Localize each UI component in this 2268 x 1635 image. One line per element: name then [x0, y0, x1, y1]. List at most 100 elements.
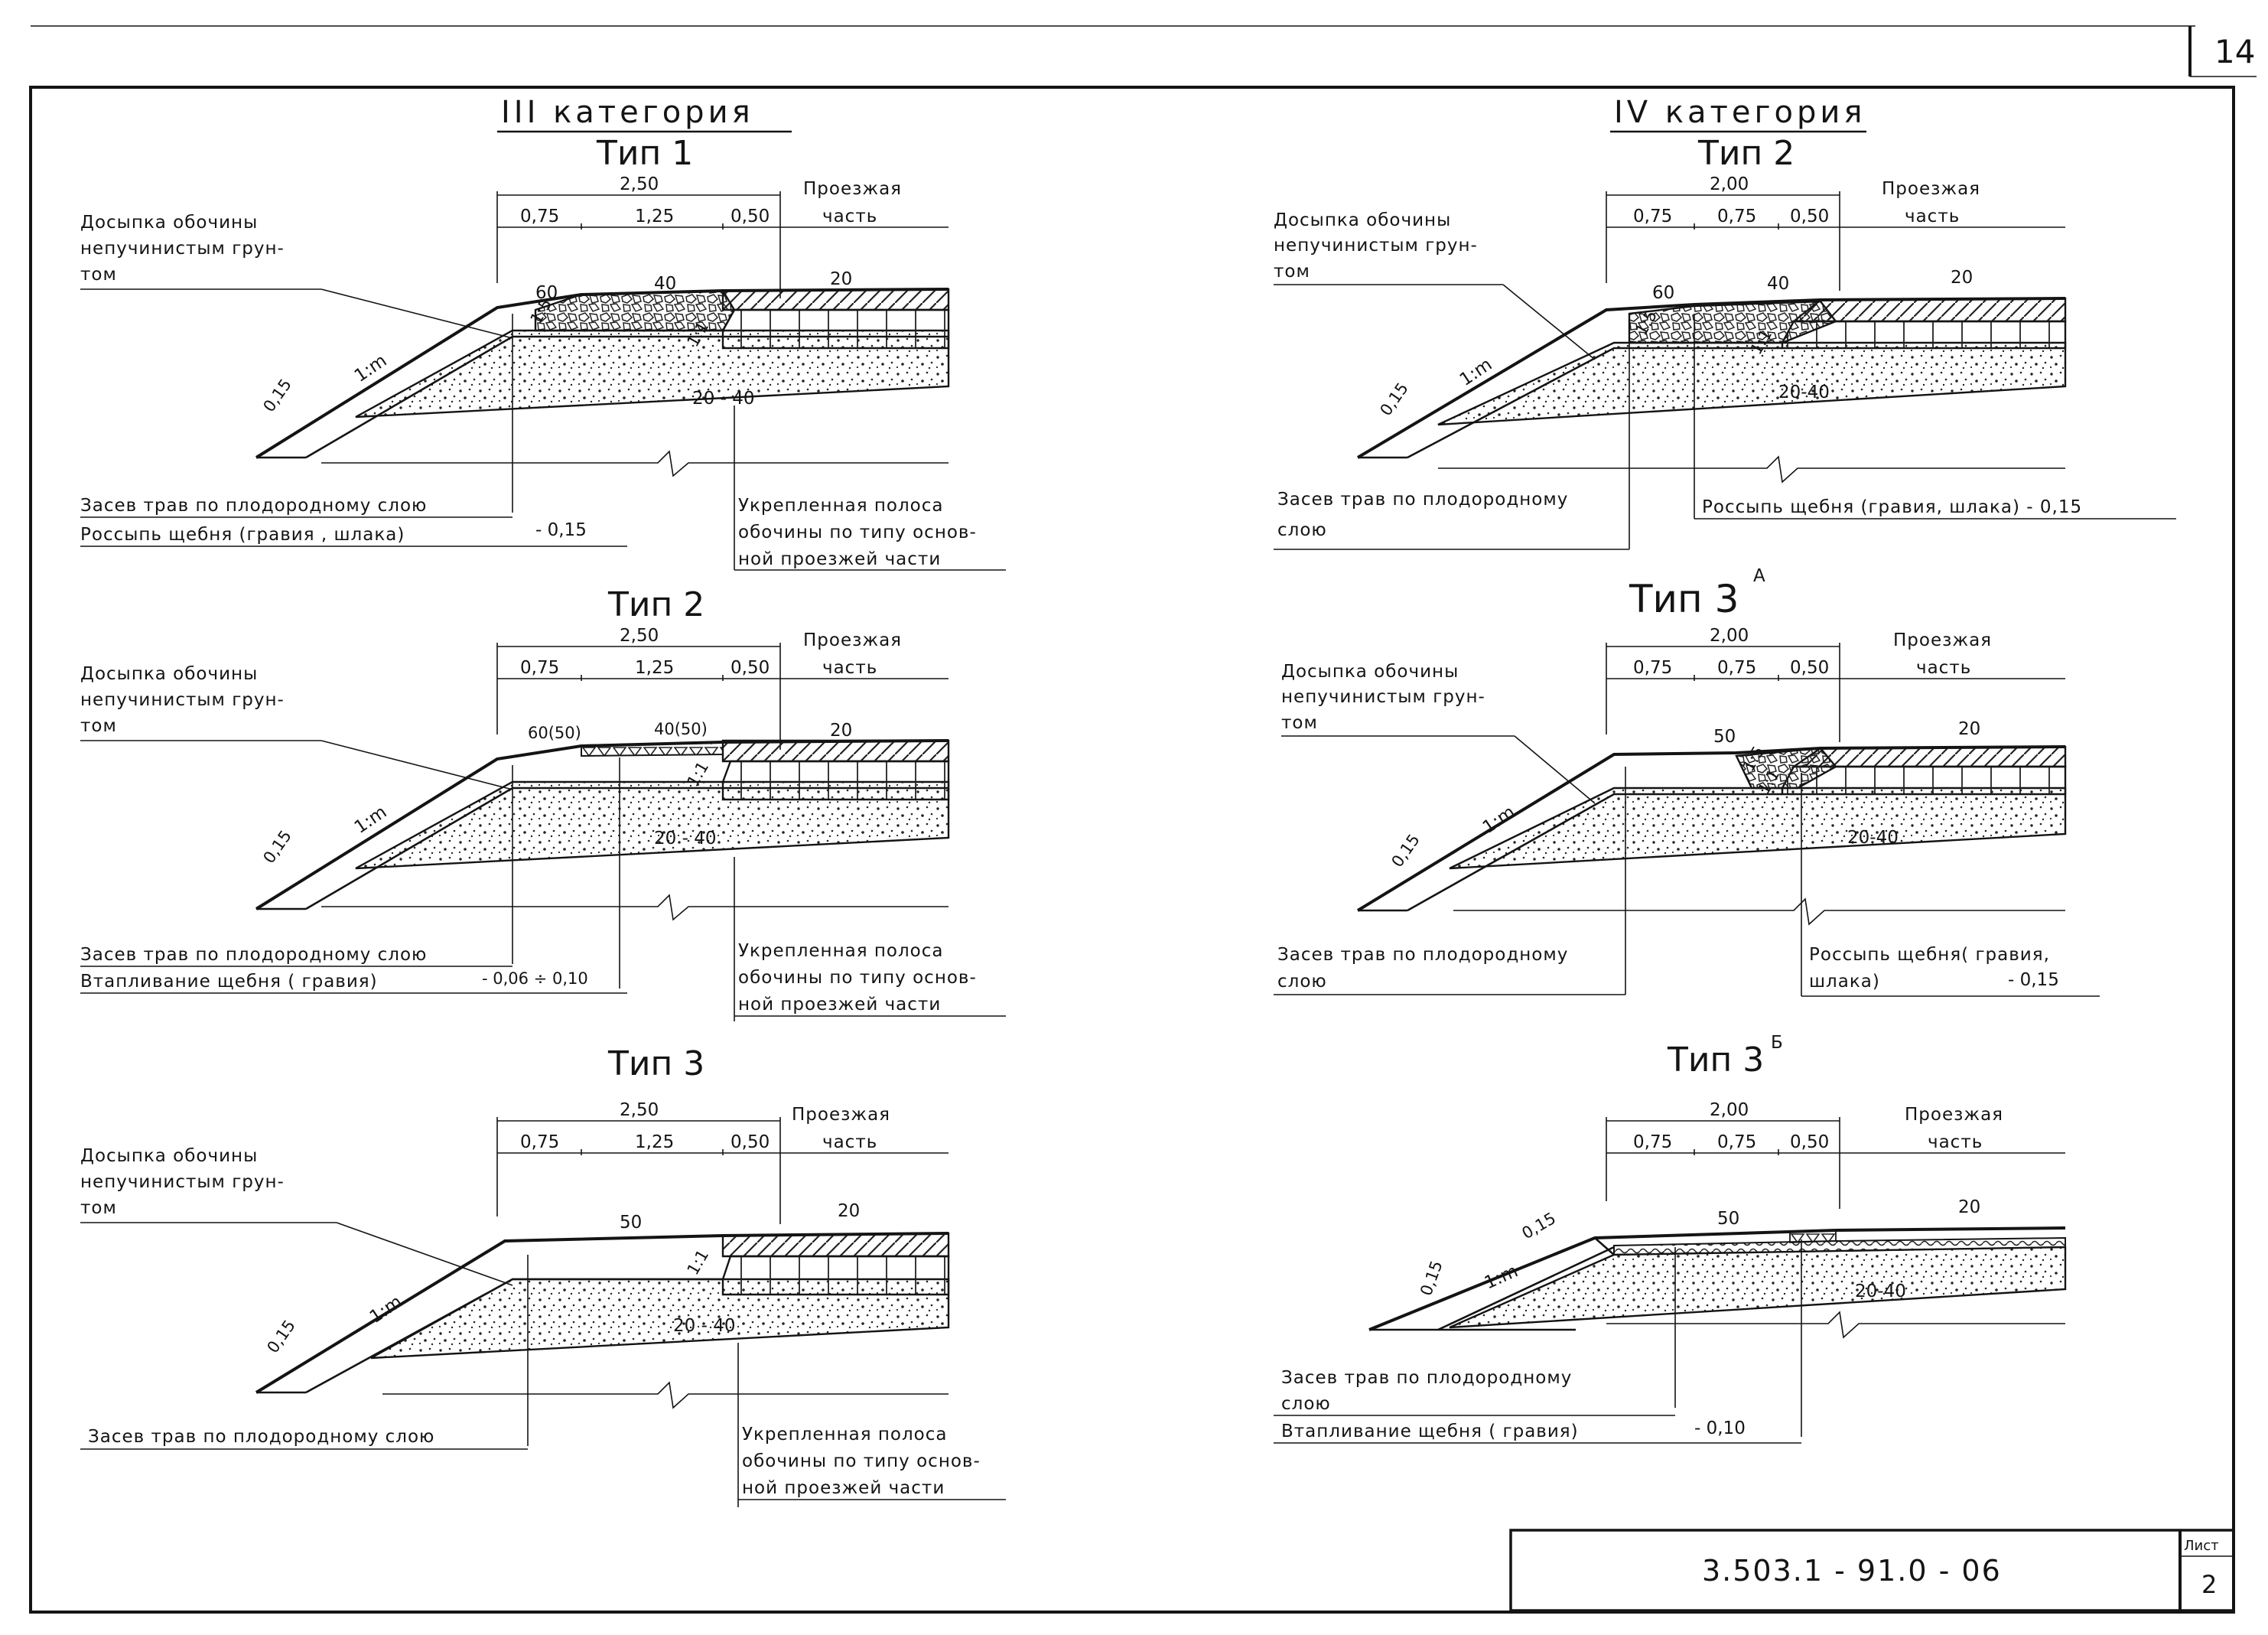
bottom-label-1: Засев трав по плодородному [1281, 1368, 1572, 1388]
carriage-label-b: часть [1916, 658, 1971, 678]
thickness-label: 0,15 [263, 1317, 298, 1357]
carriage-label-b: часть [822, 658, 877, 678]
slope-3: 20 [1951, 268, 1973, 288]
type-title: Тип 1 [596, 134, 693, 173]
thickness-label: 0,15 [259, 827, 294, 867]
dimension-lines: 2,00 0,75 0,75 0,50 Проезжая часть [1606, 174, 2065, 291]
right-label-1: Россыпь щебня (гравия, шлака) - 0,15 [1702, 497, 2082, 517]
slope-label: 1:m [1456, 354, 1496, 390]
slope-2: 40 [654, 274, 676, 294]
slope-4: 20 - 40 [654, 829, 716, 848]
fill-label-b: непучинистым грун- [1274, 236, 1478, 256]
carriage-label-b: часть [822, 207, 877, 226]
embankment-top-line [1368, 1226, 2066, 1331]
type-title: Тип 3 [1667, 1041, 1764, 1080]
bottom-label-1: Засев трав по плодородному слою [80, 945, 427, 965]
base-layer [721, 760, 950, 801]
carriage-label-a: Проезжая [792, 1105, 890, 1125]
slope-1: 60(50) [528, 724, 581, 742]
sand-layer [1449, 787, 2067, 870]
right-type3a-diagram: Тип 3 А 2,00 0,75 0,75 0,50 Проезжая час… [1274, 566, 2100, 997]
thickness-label: 0,15 [259, 376, 294, 415]
dim-1: 0,75 [1633, 658, 1672, 678]
right-label-3: ной проезжей части [742, 1478, 945, 1498]
fill-label-c: том [80, 265, 117, 285]
bottom-label-1: Засев трав по плодородному слою [80, 496, 427, 516]
fill-label-a: Досыпка обочины [1281, 662, 1459, 682]
right-label-1: Укрепленная полоса [738, 496, 943, 516]
dim-2: 0,75 [1717, 658, 1756, 678]
bottom-label-2: Втапливание щебня ( гравия) [80, 972, 378, 992]
dimension-lines: 2,50 0,75 1,25 0,50 Проезжая часть [496, 174, 949, 298]
slope-3: 20 [1958, 719, 1980, 739]
fill-label-a: Досыпка обочины [80, 664, 258, 684]
dim-total: 2,50 [620, 174, 659, 194]
fill-label-c: том [1274, 262, 1310, 282]
slope-label: 1:m [351, 350, 391, 386]
fill-label-c: том [1281, 713, 1318, 733]
carriage-label-b: часть [1928, 1132, 1983, 1152]
right-type3b-diagram: Тип 3 Б 2,00 0,75 0,75 0,50 Проезжая час… [1274, 1033, 2067, 1444]
slope-label: 1:m [351, 802, 391, 838]
dim-total: 2,00 [1710, 1100, 1749, 1120]
right-label-2: шлака) [1809, 972, 1880, 992]
type-title: Тип 2 [607, 585, 704, 624]
dim-3: 0,50 [1790, 1132, 1829, 1152]
type-title: Тип 2 [1697, 134, 1795, 173]
document-code: 3.503.1 - 91.0 - 06 [1702, 1554, 2002, 1588]
fill-label-a: Досыпка обочины [1274, 210, 1451, 230]
dim-total: 2,50 [620, 1100, 659, 1120]
dimension-lines: 2,00 0,75 0,75 0,50 Проезжая часть [1606, 1100, 2065, 1209]
fill-label-c: том [80, 1198, 117, 1218]
dim-2: 1,25 [635, 207, 674, 226]
thickness-label: 0,15 [1376, 379, 1411, 419]
slope-3: 20 [1958, 1197, 1980, 1217]
right-label-3: ной проезжей части [738, 995, 941, 1015]
slope-4: 20 - 40 [692, 389, 754, 409]
slope-4: 20-40 [1847, 828, 1899, 848]
fill-label-c: том [80, 716, 117, 736]
dimension-lines: 2,50 0,75 1,25 0,50 Проезжая часть [496, 626, 949, 750]
svg-text:IV категория: IV категория [1614, 95, 1866, 130]
dim-3: 0,50 [1790, 658, 1829, 678]
dim-total: 2,00 [1710, 626, 1749, 646]
carriage-label-b: часть [822, 1132, 877, 1152]
fill-label-a: Досыпка обочины [80, 1146, 258, 1166]
type-title: Тип 3 [607, 1044, 704, 1083]
thickness-label: 0,15 [1388, 831, 1423, 871]
bottom-label-3: Втапливание щебня ( гравия) [1281, 1422, 1579, 1441]
slope-3: 20 [830, 721, 852, 741]
fill-label-b: непучинистым грун- [80, 239, 285, 259]
dim-1: 0,75 [520, 1132, 559, 1152]
asphalt-layer [1791, 297, 2067, 323]
fill-label-b: непучинистым грун- [1281, 687, 1485, 707]
slope-label: 1:m [1482, 1262, 1521, 1294]
slope-4: 20 - 40 [673, 1316, 735, 1336]
slope-4: 20-40 [1855, 1282, 1906, 1301]
bottom-label-2: Россыпь щебня (гравия , шлака) [80, 525, 405, 545]
slope-2: 40 [1767, 274, 1789, 294]
dim-total: 2,50 [620, 626, 659, 646]
type-title: Тип 3 [1629, 577, 1739, 621]
base-layer [721, 308, 950, 350]
left-type1-diagram: Тип 1 2,50 0,75 1,25 0,50 Проезжая часть… [80, 134, 1006, 571]
type-superscript: А [1753, 566, 1765, 586]
bottom-label-3-value: - 0,10 [1694, 1418, 1746, 1438]
sheet-label: Лист [2184, 1538, 2219, 1554]
slope-3: 20 [830, 269, 852, 289]
asphalt-layer [721, 288, 950, 311]
right-type2-diagram: Тип 2 2,00 0,75 0,75 0,50 Проезжая часть… [1274, 134, 2176, 550]
fill-label-b: непучинистым грун- [80, 1172, 285, 1192]
dim-2: 1,25 [635, 658, 674, 678]
bottom-label-1: Засев трав по плодородному [1277, 945, 1568, 965]
slope-3: 20 [838, 1201, 860, 1221]
dim-1: 0,75 [520, 207, 559, 226]
thickness-label: 0,15 [1417, 1259, 1446, 1298]
dim-1: 0,75 [520, 658, 559, 678]
bottom-label-1: Засев трав по плодородному [1277, 490, 1568, 510]
slope-1: 60 [535, 283, 558, 303]
right-label-2: обочины по типу основ- [738, 523, 977, 542]
dim-1: 0,75 [1633, 1132, 1672, 1152]
left-type2-diagram: Тип 2 2,50 0,75 1,25 0,50 Проезжая часть… [80, 585, 1006, 1021]
